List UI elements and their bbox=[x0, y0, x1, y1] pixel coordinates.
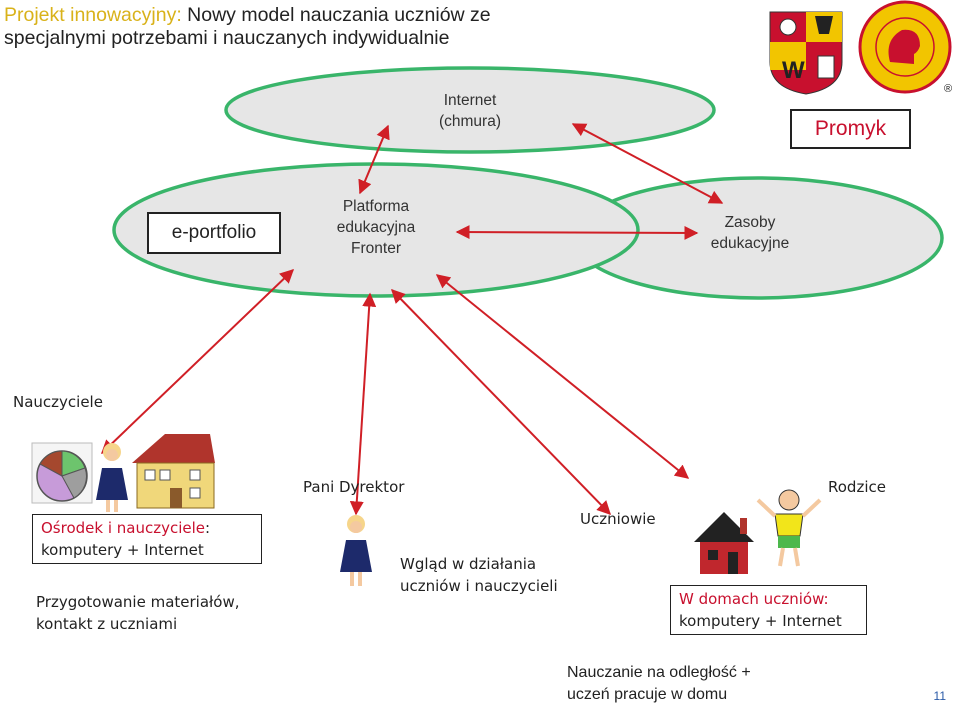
pie-chart-board-illustration bbox=[31, 442, 93, 504]
arrow-platform-resources bbox=[455, 225, 699, 240]
arrow-internet-resources bbox=[571, 123, 724, 204]
teachers-center-box: Ośrodek i nauczyciele: komputery + Inter… bbox=[32, 514, 262, 564]
teachers-center-label: Ośrodek i nauczyciele bbox=[41, 519, 206, 537]
title-line2: specjalnymi potrzebami i nauczanych indy… bbox=[4, 27, 450, 49]
home-internet-label: komputery + Internet bbox=[679, 612, 842, 630]
director-heading: Pani Dyrektor bbox=[303, 478, 405, 496]
teachers-heading: Nauczyciele bbox=[13, 393, 103, 411]
platform-label: Platforma edukacyjna Fronter bbox=[336, 198, 416, 257]
promyk-label: Promyk bbox=[814, 117, 887, 140]
teachers-computers-label: komputery + Internet bbox=[41, 541, 204, 559]
internet-cloud-label: Internet (chmura) bbox=[438, 92, 501, 130]
slide-title: Projekt innowacyjny: Nowy model nauczani… bbox=[4, 4, 491, 50]
distance-learning-note: Nauczanie na odległość + uczeń pracuje w… bbox=[567, 664, 751, 703]
home-computers-box: W domach uczniów: komputery + Internet bbox=[670, 585, 867, 635]
promyk-box: Promyk bbox=[790, 109, 911, 149]
registered-mark: ® bbox=[944, 83, 953, 95]
svg-text:W: W bbox=[782, 57, 805, 84]
director-figure-illustration bbox=[340, 515, 372, 586]
title-line1: Nowy model nauczania uczniów ze bbox=[181, 4, 491, 26]
arrow-platform-teachers bbox=[100, 269, 295, 454]
school-building-illustration bbox=[132, 434, 215, 509]
home-computers-label: W domach uczniów: bbox=[679, 590, 829, 608]
arrow-platform-students bbox=[391, 288, 611, 516]
university-crest-logo: W bbox=[769, 11, 843, 95]
home-house-illustration bbox=[694, 512, 754, 574]
students-heading: Uczniowie bbox=[580, 510, 656, 528]
child-figure-illustration bbox=[756, 489, 822, 567]
parents-heading: Rodzice bbox=[828, 478, 886, 496]
eportfolio-label: e-portfolio bbox=[171, 222, 257, 243]
title-prefix: Projekt innowacyjny: bbox=[4, 4, 182, 26]
arrow-platform-parents bbox=[435, 274, 690, 479]
resources-label: Zasoby edukacyjne bbox=[710, 214, 790, 252]
page-number: 11 bbox=[933, 689, 946, 703]
director-note: Wgląd w działania uczniów i nauczycieli bbox=[400, 555, 558, 595]
teacher-figure-illustration bbox=[96, 443, 128, 512]
promyk-slonca-logo bbox=[858, 0, 952, 94]
arrow-platform-internet bbox=[358, 124, 390, 195]
arrow-platform-director bbox=[349, 292, 377, 516]
teachers-note: Przygotowanie materiałów, kontakt z uczn… bbox=[36, 593, 240, 633]
eportfolio-box: e-portfolio bbox=[147, 212, 281, 254]
